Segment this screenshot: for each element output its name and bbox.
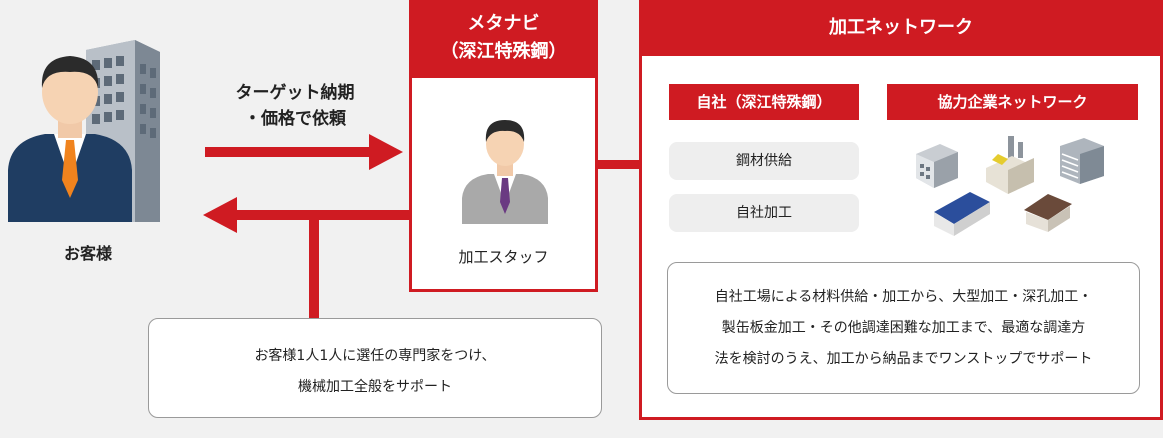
warehouse-icon [934, 192, 990, 236]
request-line-2: ・価格で依頼 [244, 109, 346, 129]
request-line-1: ターゲット納期 [235, 83, 355, 103]
plant-icon [986, 136, 1034, 194]
customer-illustration [8, 40, 160, 222]
customer-note-box [148, 318, 602, 418]
factory-building-icon [916, 144, 958, 188]
network-connector [598, 160, 640, 169]
customer-note-line-2: 機械加工全般をサポート [298, 379, 452, 395]
house-icon [1024, 194, 1072, 232]
partner-buildings-illustration [916, 136, 1104, 236]
customer-label: お客様 [63, 244, 112, 263]
partner-network-title: 協力企業ネットワーク [887, 84, 1138, 120]
in-house-machining-item: 自社加工 [669, 194, 859, 232]
office-block-icon [1060, 138, 1104, 184]
customer-note-line-1: お客様1人1人に選任の専門家をつけ、 [254, 348, 496, 364]
staff-icon [462, 120, 548, 224]
own-company-title: 自社（深江特殊鋼） [669, 84, 859, 120]
metanavi-title-line-1: メタナビ [467, 13, 540, 34]
network-description-line-2: 製缶板金加工・その他調達困難な加工まで、最適な調達方 [721, 320, 1086, 336]
network-description-line-1: 自社工場による材料供給・加工から、大型加工・深孔加工・ [714, 289, 1093, 305]
businessman-icon [8, 56, 132, 222]
request-arrow [205, 134, 403, 170]
network-description-box [667, 262, 1140, 394]
steel-supply-item: 鋼材供給 [669, 142, 859, 180]
staff-label: 加工スタッフ [458, 248, 549, 266]
network-description-line-3: 法を検討のうえ、加工から納品までワンストップでサポート [714, 351, 1093, 367]
metanavi-title-line-2: （深江特殊鋼） [440, 41, 567, 62]
support-arrow [203, 197, 409, 320]
request-arrow-label: ターゲット納期 ・価格で依頼 [200, 80, 390, 132]
network-title: 加工ネットワーク [639, 0, 1163, 56]
metanavi-title: メタナビ （深江特殊鋼） [409, 0, 598, 78]
